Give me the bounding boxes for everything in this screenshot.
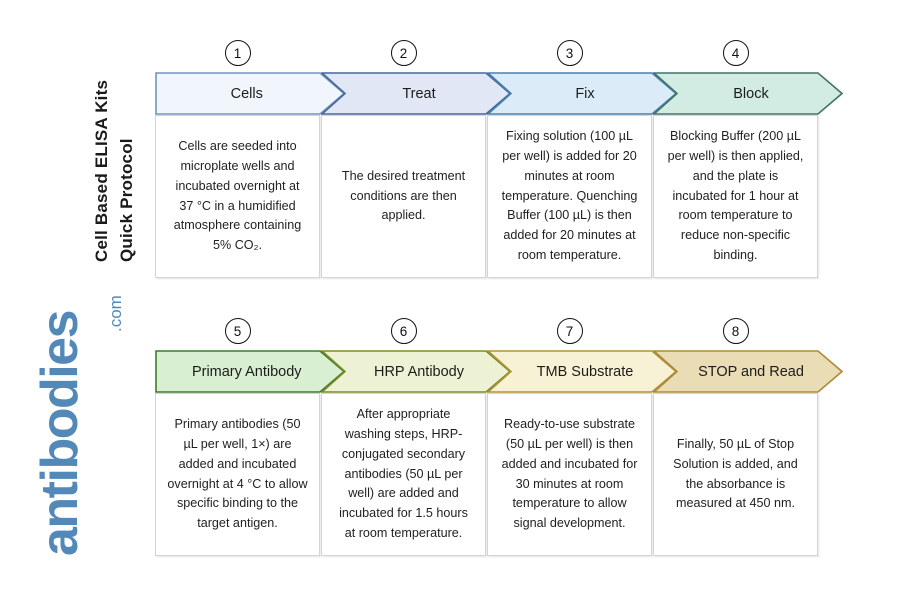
step-number-circle: 2 (390, 40, 417, 66)
chevron-label: STOP and Read (698, 363, 804, 380)
chevron-step-8[interactable]: STOP and Read (653, 350, 843, 393)
step-description-box: Blocking Buffer (200 µL per well) is the… (653, 115, 818, 278)
step-number-label: 2 (399, 45, 408, 61)
chevron-step-2[interactable]: Treat (321, 72, 511, 115)
chevron-shape (155, 72, 345, 115)
chevron-shape (155, 350, 345, 393)
chevron-label: HRP Antibody (373, 363, 464, 380)
chevron-label: Primary Antibody (191, 363, 302, 380)
step-description-text: Ready-to-use substrate (50 µL per well) … (501, 416, 638, 531)
step-number-strip-1: 1 2 3 4 (155, 40, 845, 72)
brand-logo-wordmark: antibodies (31, 310, 89, 556)
step-number-circle: 5 (224, 318, 251, 344)
step-description-text: Finally, 50 µL of Stop Solution is added… (673, 436, 798, 511)
chevron-label: Block (733, 85, 769, 102)
description-strip-1: Cells are seeded into microplate wells a… (155, 115, 845, 278)
step-number-label: 6 (399, 323, 408, 339)
step-number-label: 5 (233, 323, 242, 339)
chevron-strip-1: Cells Treat Fix Block (155, 72, 845, 115)
step-description-box: Primary antibodies (50 µL per well, 1×) … (155, 393, 320, 556)
chevron-step-6[interactable]: HRP Antibody (321, 350, 511, 393)
step-number-circle: 8 (722, 318, 749, 344)
description-strip-2: Primary antibodies (50 µL per well, 1×) … (155, 393, 845, 556)
step-description-text: Primary antibodies (50 µL per well, 1×) … (167, 416, 308, 531)
brand-logo-tld: .com (106, 295, 125, 332)
step-number-label: 1 (233, 45, 242, 61)
step-number-circle: 6 (390, 318, 417, 344)
chevron-shape (321, 350, 511, 393)
step-number-label: 8 (731, 323, 740, 339)
chevron-label: Treat (402, 85, 436, 102)
chevron-shape (653, 72, 843, 115)
step-description-box: After appropriate washing steps, HRP-con… (321, 393, 486, 556)
step-number-label: 7 (565, 323, 574, 339)
step-description-box: Ready-to-use substrate (50 µL per well) … (487, 393, 652, 556)
step-number-strip-2: 5 6 7 8 (155, 318, 845, 350)
chevron-shape (487, 72, 677, 115)
step-description-box: Finally, 50 µL of Stop Solution is added… (653, 393, 818, 556)
step-number-circle: 1 (224, 40, 251, 66)
chevron-shape (487, 350, 677, 393)
page-title-line-1: Cell Based ELISA Kits (92, 79, 111, 262)
step-number-circle: 3 (556, 40, 583, 66)
chevron-step-5[interactable]: Primary Antibody (155, 350, 345, 393)
chevron-strip-2: Primary Antibody HRP Antibody TMB Substrat… (155, 350, 845, 393)
step-description-text: Cells are seeded into microplate wells a… (173, 138, 302, 253)
step-description-box: Cells are seeded into microplate wells a… (155, 115, 320, 278)
step-number-circle: 7 (556, 318, 583, 344)
page-title-line-2: Quick Protocol (117, 138, 136, 262)
chevron-shape (321, 72, 511, 115)
chevron-shape (653, 350, 843, 393)
step-description-box: The desired treatment conditions are the… (321, 115, 486, 278)
chevron-step-4[interactable]: Block (653, 72, 843, 115)
step-number-label: 3 (565, 45, 574, 61)
chevron-label: TMB Substrate (536, 363, 634, 380)
chevron-label: Cells (230, 85, 263, 102)
step-number-label: 4 (731, 45, 740, 61)
step-description-text: After appropriate washing steps, HRP-con… (339, 406, 468, 541)
protocol-row-1: 1 2 3 4 Cells Treat Fix Block Cells are seeded… (155, 40, 845, 278)
step-description-box: Fixing solution (100 µL per well) is add… (487, 115, 652, 278)
chevron-label: Fix (575, 85, 595, 102)
step-description-text: Fixing solution (100 µL per well) is add… (501, 128, 638, 263)
chevron-step-1[interactable]: Cells (155, 72, 345, 115)
step-description-text: Blocking Buffer (200 µL per well) is the… (667, 128, 804, 263)
chevron-step-7[interactable]: TMB Substrate (487, 350, 677, 393)
step-number-circle: 4 (722, 40, 749, 66)
step-description-text: The desired treatment conditions are the… (341, 168, 466, 223)
chevron-step-3[interactable]: Fix (487, 72, 677, 115)
protocol-row-2: 5 6 7 8 Primary Antibody HRP Antibody TMB Sub… (155, 318, 845, 556)
